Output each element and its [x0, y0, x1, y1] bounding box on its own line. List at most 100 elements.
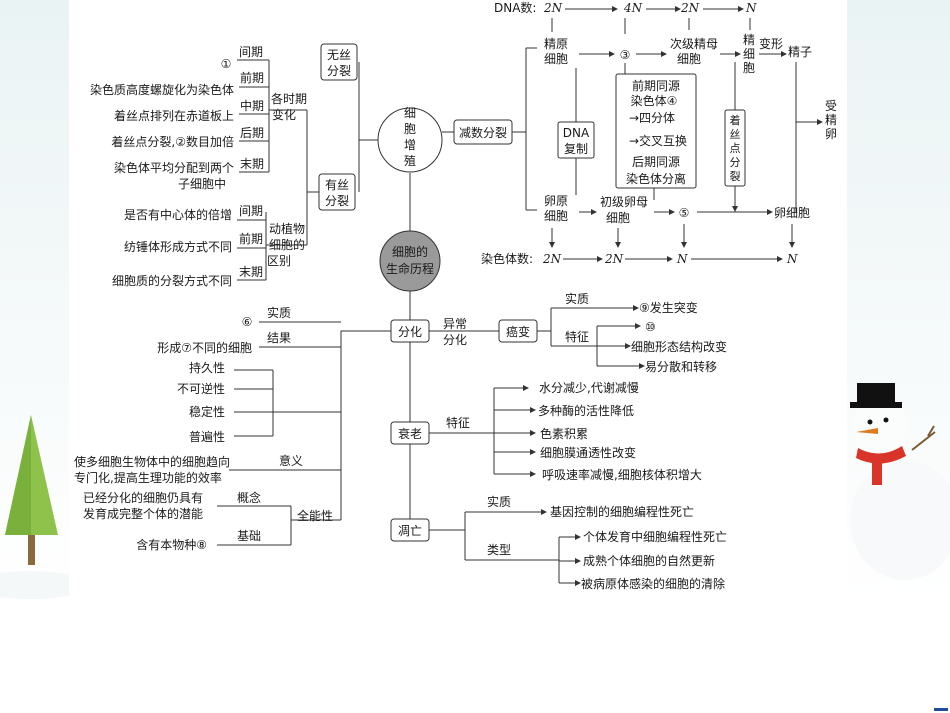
spermatogonium-line1: 精原	[544, 37, 568, 51]
phases-group-line1: 各时期	[271, 91, 307, 106]
difference-desc: 细胞质的分裂方式不同	[112, 273, 232, 288]
cancer-feature-3: 易分散和转移	[645, 359, 717, 374]
phase-name: 后期	[240, 126, 264, 140]
phase-telophase: 末期 染色体平均分配到两个 子细胞中	[114, 157, 269, 191]
chromosome-value-3: N	[676, 252, 688, 266]
dna-label: DNA数:	[494, 0, 536, 15]
cancer-feature-label: 特征	[565, 329, 589, 344]
concept-map: 细胞的 生命历程 细 胞 增 殖 无丝 分裂 有丝 分裂 各时期 变化 动植物 …	[74, 0, 837, 591]
diff-result-label: 结果	[267, 331, 291, 345]
meiosis-box-line3: →四分体	[629, 111, 675, 125]
sperm-label: 精子	[788, 45, 812, 59]
phase-desc: ①	[221, 57, 232, 71]
cancer-essence-value: ⑨发生突变	[639, 300, 698, 315]
difference-name: 末期	[239, 265, 263, 279]
meiosis-box-line2: 染色体④	[631, 93, 678, 108]
phase-desc: 染色质高度螺旋化为染色体	[90, 82, 234, 97]
phase-prophase: 前期 染色质高度螺旋化为染色体	[90, 70, 269, 97]
meiosis-box-line5: 后期同源	[632, 155, 680, 169]
apoptosis-essence-value: 基因控制的细胞编程性死亡	[550, 504, 694, 519]
fertilized-egg-char-2: 精	[825, 113, 837, 127]
meiosis-box-line4: →交叉互换	[629, 133, 687, 148]
spermatogonium-line2: 细胞	[544, 52, 568, 66]
cancer-feature-1: ⑩	[645, 320, 656, 334]
blank-3: ③	[620, 48, 631, 62]
feature-stability: 稳定性	[189, 404, 225, 419]
cancer-label: 癌变	[506, 324, 530, 339]
blank-5: ⑤	[679, 206, 690, 220]
spermatid-char-2: 细	[743, 47, 755, 61]
abnormal-line1: 异常	[443, 317, 467, 331]
tree-icon	[5, 415, 58, 565]
phase-desc: 染色体平均分配到两个	[114, 160, 234, 175]
concept-line2: 发育成完整个体的潜能	[83, 506, 203, 521]
centromere-char-5: 裂	[730, 170, 741, 183]
diff-result-value: 形成⑦不同的细胞	[157, 340, 252, 355]
cancer-feature-2: 细胞形态结构改变	[631, 339, 727, 354]
dna-value-3: 2N	[680, 1, 700, 15]
apoptosis-type-3: 被病原体感染的细胞的清除	[581, 576, 725, 591]
spermatid-char-3: 胞	[743, 61, 755, 75]
phase-name: 中期	[240, 98, 264, 113]
difference-desc: 是否有中心体的倍增	[124, 207, 232, 222]
basis-label: 基础	[237, 529, 261, 543]
phase-anaphase: 后期 着丝点分裂,②数目加倍	[111, 126, 269, 149]
dna-replication-box	[557, 121, 595, 159]
center-node	[379, 230, 441, 292]
proliferation-char-1: 细	[404, 106, 416, 120]
proliferation-char-4: 殖	[404, 153, 416, 168]
phases-group-line2: 变化	[272, 107, 296, 122]
diff-group-line1: 动植物	[269, 221, 305, 236]
snowman-icon	[850, 383, 950, 580]
dna-value-4: N	[745, 1, 757, 15]
difference-name: 间期	[239, 204, 263, 218]
aging-label: 衰老	[398, 426, 422, 441]
apoptosis-type-2: 成熟个体细胞的自然更新	[583, 553, 715, 568]
oogonium-line1: 卵原	[544, 194, 568, 208]
difference-prophase: 前期 纺锤体形成方式不同	[124, 231, 266, 254]
difference-telophase: 末期 细胞质的分裂方式不同	[112, 265, 266, 288]
fertilized-egg-char-3: 卵	[825, 127, 837, 141]
centromere-char-4: 分	[730, 156, 741, 169]
concept-line1: 已经分化的细胞仍具有	[83, 490, 203, 505]
concept-label: 概念	[237, 490, 261, 505]
apoptosis-essence-label: 实质	[487, 494, 511, 509]
apoptosis-label: 凋亡	[398, 524, 422, 538]
diff-group-line3: 区别	[267, 254, 291, 268]
phase-name: 间期	[239, 45, 263, 59]
amitosis-box	[320, 43, 358, 81]
egg-label: 卵细胞	[774, 206, 810, 220]
phase-interphase: 间期 ①	[221, 45, 269, 71]
feature-irreversibility: 不可逆性	[177, 381, 225, 396]
dna-value-1: 2N	[543, 1, 563, 15]
significance-line2: 专门化,提高生理功能的效率	[74, 470, 222, 485]
difference-name: 前期	[239, 231, 263, 246]
fertilized-egg-char-1: 受	[825, 99, 837, 113]
meiosis-i-box	[615, 73, 697, 189]
proliferation-char-3: 增	[404, 138, 416, 152]
mitosis-line1: 有丝	[325, 178, 349, 192]
phase-desc-2: 子细胞中	[178, 176, 226, 191]
oogonium-line2: 细胞	[544, 209, 568, 223]
significance-label: 意义	[279, 453, 303, 468]
phase-metaphase: 中期 着丝点排列在赤道板上	[114, 98, 269, 123]
difference-desc: 纺锤体形成方式不同	[124, 239, 232, 254]
chromosome-value-1: 2N	[542, 252, 562, 266]
meiosis-box-line1: 前期同源	[632, 78, 680, 93]
dna-replication-line1: DNA	[563, 126, 590, 140]
meiosis-label: 减数分裂	[459, 125, 507, 140]
secondary-spermatocyte-line2: 细胞	[677, 52, 701, 66]
significance-line1: 使多细胞生物体中的细胞趋向	[74, 454, 230, 469]
totipotency-label: 全能性	[297, 508, 333, 523]
feature-universality: 普遍性	[189, 430, 225, 444]
center-label-line2: 生命历程	[386, 261, 434, 276]
phase-name: 末期	[240, 157, 264, 171]
chromosome-label: 染色体数:	[481, 251, 533, 266]
primary-oocyte-line1: 初级卵母	[600, 195, 648, 209]
aging-feature-2: 多种酶的活性降低	[538, 403, 634, 418]
centromere-char-2: 丝	[730, 128, 741, 141]
apoptosis-type-1: 个体发育中细胞编程性死亡	[583, 529, 727, 544]
spermatid-char-1: 精	[743, 33, 755, 47]
aging-feature-1: 水分减少,代谢减慢	[539, 380, 639, 395]
meiosis-box-line6: 染色体分离	[626, 171, 686, 186]
